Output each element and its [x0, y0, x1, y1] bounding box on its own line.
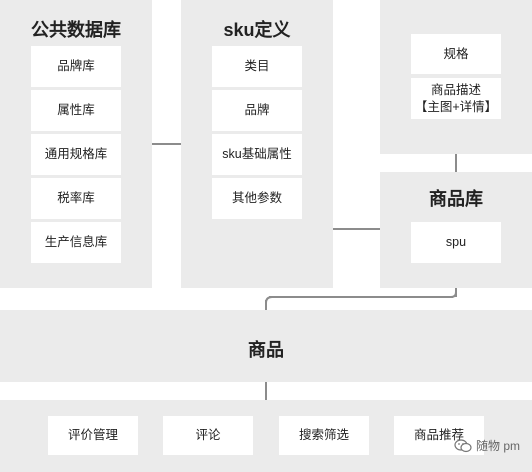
watermark: 随物 pm	[454, 437, 520, 454]
bottom-item-search-filter[interactable]: 搜索筛选	[279, 416, 369, 455]
product-db-panel: 商品库 spu	[380, 172, 532, 288]
card-label: 其他参数	[231, 191, 282, 205]
connector-product-bottom	[265, 382, 267, 400]
card-label: 类目	[244, 59, 270, 73]
product-panel: 商品	[0, 310, 532, 382]
card-label: 评价管理	[67, 428, 118, 442]
sku-item-category[interactable]: 类目	[212, 46, 302, 87]
sku-item-base-attr[interactable]: sku基础属性	[212, 134, 302, 175]
card-label: 属性库	[57, 103, 95, 117]
card-label: 税率库	[57, 191, 95, 205]
card-label: 搜索筛选	[298, 428, 349, 442]
connector-product-db-product-v2	[265, 300, 267, 310]
card-label: 通用规格库	[44, 147, 108, 161]
product-db-title: 商品库	[429, 189, 483, 209]
public-db-panel: 公共数据库 品牌库 属性库 通用规格库 税率库 生产信息库	[0, 0, 152, 288]
public-db-item-tax[interactable]: 税率库	[31, 178, 121, 219]
connector-public-sku	[152, 143, 181, 145]
card-label: spu	[445, 235, 467, 249]
connector-sku-product-db	[333, 228, 380, 230]
public-db-item-production[interactable]: 生产信息库	[31, 222, 121, 263]
watermark-text: 随物 pm	[475, 439, 520, 453]
bottom-item-review-management[interactable]: 评价管理	[48, 416, 138, 455]
sku-item-brand[interactable]: 品牌	[212, 90, 302, 131]
product-title: 商品	[248, 340, 284, 360]
public-db-item-attribute[interactable]: 属性库	[31, 90, 121, 131]
card-label: 评论	[195, 428, 221, 442]
card-label: sku基础属性	[222, 147, 292, 161]
card-label: 商品推荐	[413, 428, 464, 442]
card-label: 商品描述 【主图+详情】	[414, 82, 498, 114]
public-db-item-spec[interactable]: 通用规格库	[31, 134, 121, 175]
public-db-title: 公共数据库	[31, 20, 121, 40]
wechat-icon	[454, 438, 472, 452]
connector-product-db-product-h	[269, 296, 453, 298]
public-db-item-brand[interactable]: 品牌库	[31, 46, 121, 87]
card-label: 品牌库	[57, 59, 95, 73]
connector-spec-product-db	[455, 154, 457, 172]
card-label: 品牌	[244, 103, 270, 117]
sku-def-title: sku定义	[223, 20, 291, 40]
bottom-panel: 评价管理 评论 搜索筛选 商品推荐	[0, 400, 532, 472]
product-description-item[interactable]: 商品描述 【主图+详情】	[411, 78, 501, 119]
card-label: 规格	[443, 46, 469, 61]
card-label: 生产信息库	[44, 235, 108, 249]
spu-item[interactable]: spu	[411, 222, 501, 263]
sku-item-other-params[interactable]: 其他参数	[212, 178, 302, 219]
connector-corner-left	[265, 296, 273, 304]
connector-corner-right	[450, 288, 457, 298]
spec-panel: 规格 商品描述 【主图+详情】	[380, 0, 532, 154]
spec-item[interactable]: 规格	[411, 34, 501, 74]
sku-def-panel: sku定义 类目 品牌 sku基础属性 其他参数	[181, 0, 333, 288]
bottom-item-comments[interactable]: 评论	[163, 416, 253, 455]
